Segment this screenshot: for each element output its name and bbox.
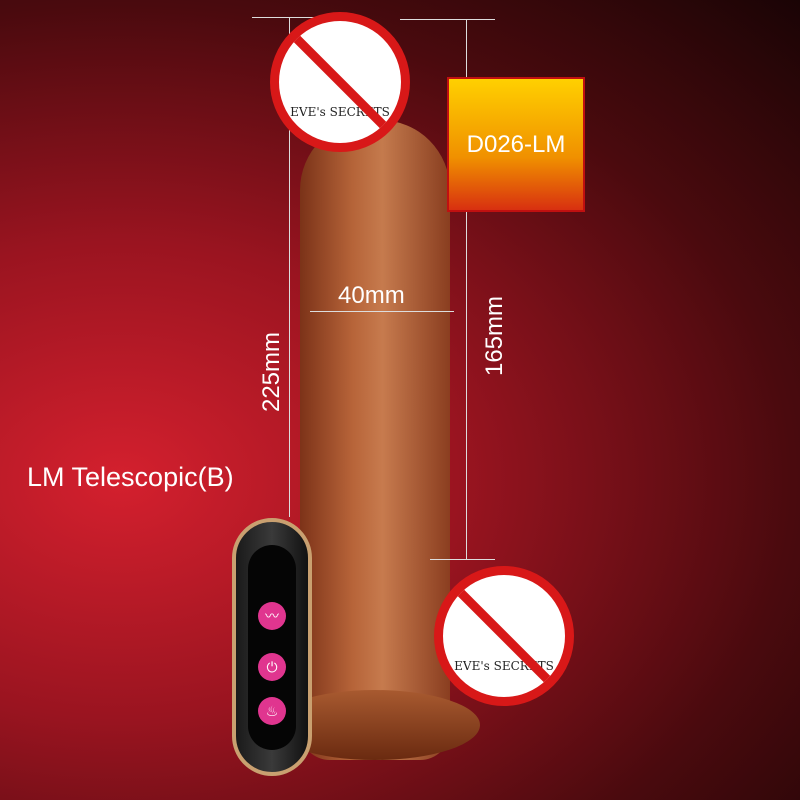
vibrate-icon: 〰	[258, 602, 286, 630]
logo-text: EVE's SECRETS	[290, 105, 390, 119]
power-icon: ⏻	[258, 653, 286, 681]
insertable-length-label: 165mm	[481, 295, 508, 377]
model-badge: D026-LM	[447, 77, 585, 212]
dim-line-bottom	[430, 559, 495, 560]
dim-line-top-right	[400, 19, 495, 20]
total-length-label: 225mm	[258, 331, 285, 413]
watermark-logo-bottom: EVE's SECRETS	[434, 566, 574, 706]
heat-icon: ♨	[258, 697, 286, 725]
prohibit-slash-icon	[283, 25, 397, 139]
prohibit-slash-icon	[447, 579, 561, 693]
dim-line-225	[289, 17, 290, 517]
dim-line-40	[310, 311, 454, 312]
dim-line-165	[466, 19, 467, 559]
logo-text: EVE's SECRETS	[454, 659, 554, 673]
watermark-logo-top: EVE's SECRETS	[270, 12, 410, 152]
product-image	[300, 120, 450, 760]
product-name: LM Telescopic(B)	[27, 462, 234, 492]
width-label: 40mm	[338, 282, 405, 309]
